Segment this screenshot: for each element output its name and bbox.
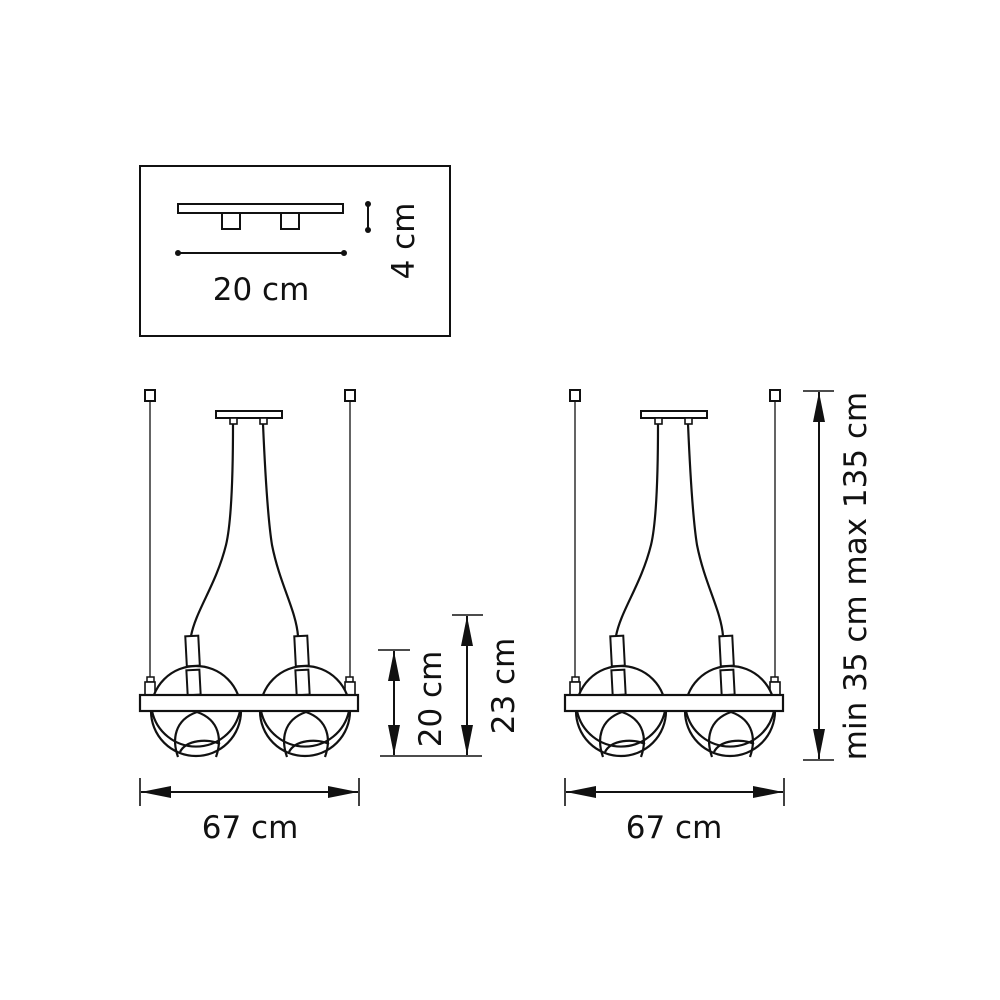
side-width-label: 67 cm — [626, 810, 723, 846]
suspension-height-label: min 35 cm max 135 cm — [838, 392, 874, 760]
fixture-height-label: 23 cm — [486, 638, 522, 735]
front-view-dimensions: 67 cm 20 cm 23 cm — [139, 614, 522, 846]
canopy-height-label: 4 cm — [386, 203, 422, 280]
canopy-detail-box: 20 cm 4 cm — [139, 165, 451, 337]
side-view-dimensions: 67 cm min 35 cm max 135 cm — [564, 390, 874, 846]
canopy-plate-icon — [177, 203, 344, 214]
front-width-label: 67 cm — [202, 810, 299, 846]
canopy-width-label: 20 cm — [213, 272, 310, 308]
front-view-lamp — [138, 388, 360, 759]
pendant-lamp-icon — [563, 388, 785, 759]
pendant-lamp-icon — [138, 388, 360, 759]
side-view-lamp — [563, 388, 785, 759]
shade-height-label: 20 cm — [413, 651, 449, 748]
